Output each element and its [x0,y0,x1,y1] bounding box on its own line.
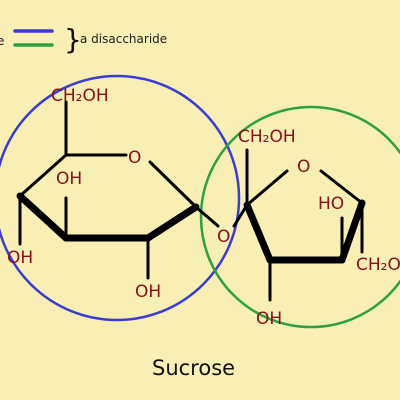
fructose-ch2o-right-label: CH₂O [356,255,400,275]
glucose-ch2oh-label: CH₂OH [51,86,109,106]
fructose-circle [199,105,400,329]
glucose-ring-bonds [16,100,220,280]
legend-description: a disaccharide [80,32,167,46]
fructose-ring-bonds [232,148,366,302]
fructose-oh-label: OH [256,309,282,329]
glycosidic-oxygen: O [217,227,230,247]
fructose-ring-oxygen: O [297,157,310,177]
glucose-c2-hydroxyl: OH [135,282,161,302]
fructose-ch2oh-top-label: CH₂OH [238,127,296,147]
fructose-ho-label: HO [318,194,344,214]
legend-brace: } [64,23,82,56]
legend-truncated-label: e [0,34,4,48]
diagram-title: Sucrose [152,356,235,380]
glucose-circle [0,74,241,322]
glucose-ring-oxygen: O [128,148,141,168]
glucose-c4-hydroxyl: OH [7,248,33,268]
glucose-c3-hydroxyl: OH [56,169,82,189]
